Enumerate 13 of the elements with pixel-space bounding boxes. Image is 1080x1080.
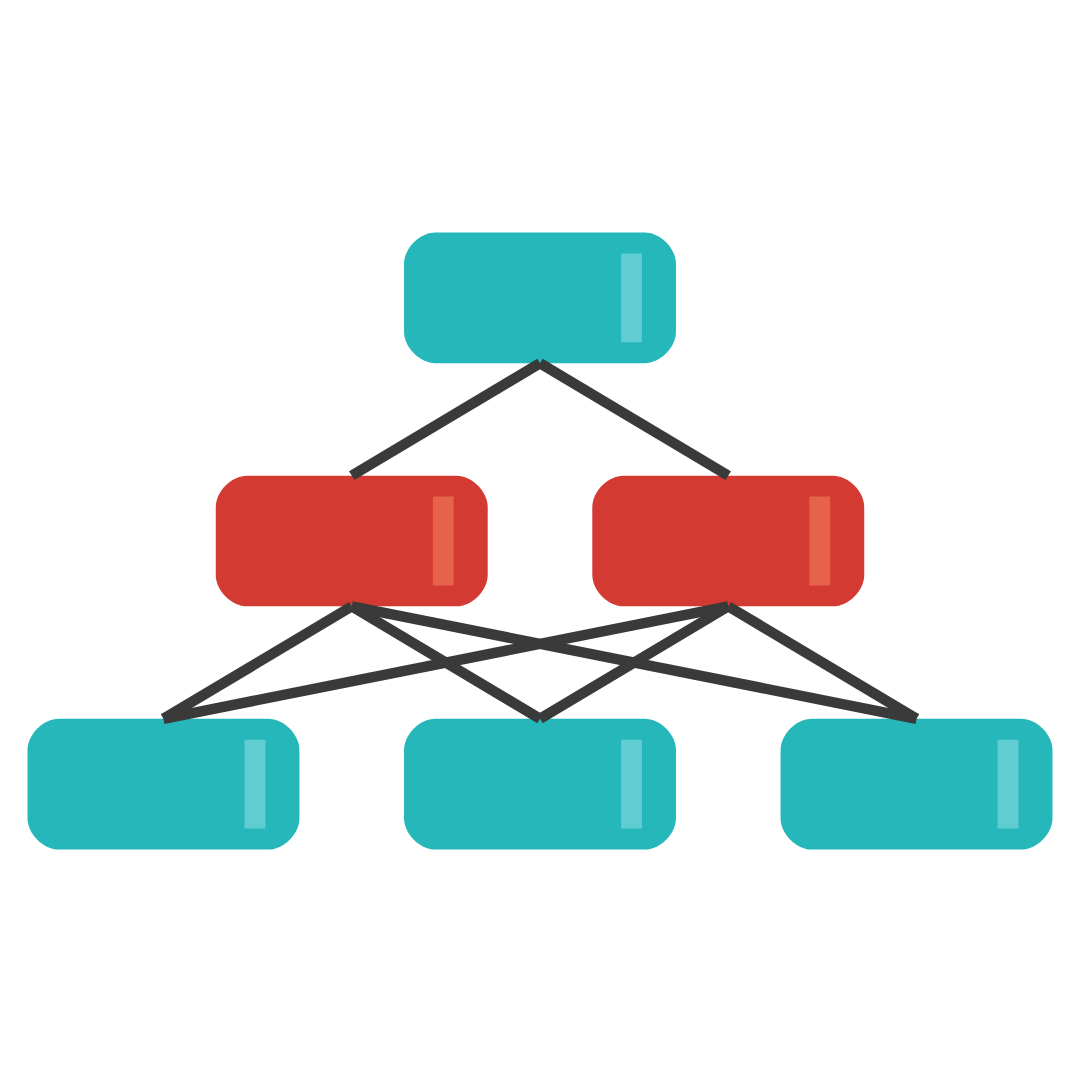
node-box	[592, 474, 865, 606]
node-box	[404, 231, 676, 363]
connector	[160, 600, 355, 723]
connector	[537, 600, 731, 723]
connector	[162, 600, 730, 723]
connector	[537, 357, 731, 480]
node-box	[215, 474, 488, 606]
node-box	[27, 717, 300, 849]
connector	[725, 600, 920, 723]
connector	[349, 357, 543, 480]
node-box	[780, 717, 1053, 849]
connector	[350, 600, 918, 723]
node-box	[404, 717, 676, 849]
